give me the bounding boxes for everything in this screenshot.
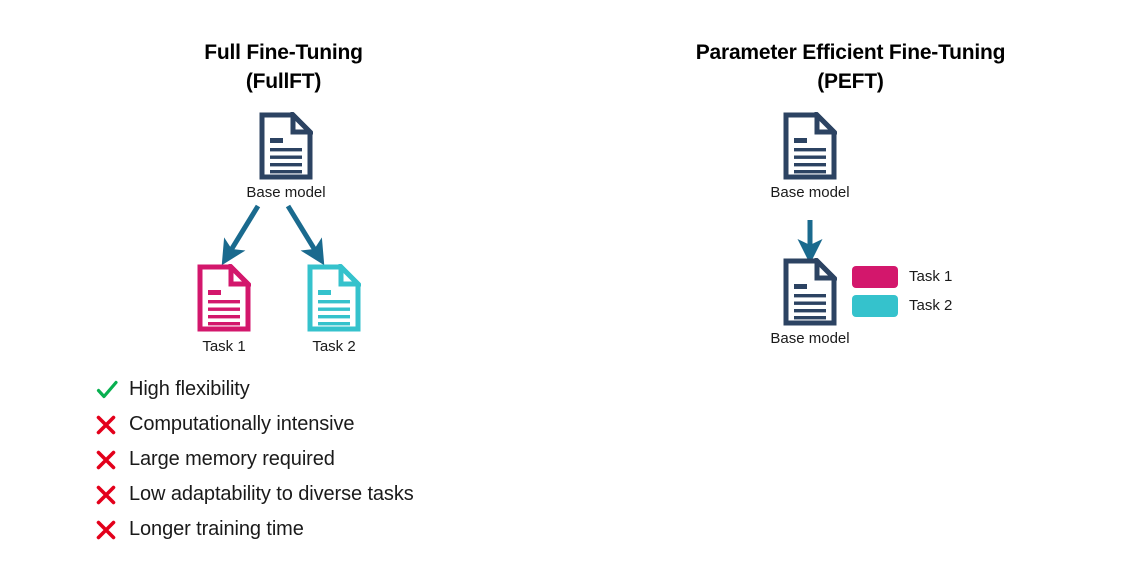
adapter-legend: Task 1 Task 2 — [852, 266, 952, 317]
document-icon — [783, 258, 837, 326]
cross-icon — [95, 410, 129, 439]
cross-icon — [95, 480, 129, 509]
panel-title-peft-line2: (PEFT) — [817, 70, 884, 93]
panel-parameter-efficient-fine-tuning: Parameter Efficient Fine-Tuning (PEFT) B… — [567, 0, 1134, 567]
node-base-model-peft-top: Base model — [760, 112, 860, 203]
list-item-label: Large memory required — [129, 448, 335, 470]
panel-full-fine-tuning: Full Fine-Tuning (FullFT) Base model — [0, 38, 567, 550]
node-base-model-peft-bottom-label: Base model — [770, 330, 850, 347]
list-item-label: Low adaptability to diverse tasks — [129, 483, 414, 505]
node-task-1-label: Task 1 — [202, 338, 246, 355]
legend-row-task-2: Task 2 — [852, 295, 952, 317]
panel-title-peft-line1: Parameter Efficient Fine-Tuning — [695, 41, 1006, 64]
panel-title-fullft-line2: (FullFT) — [245, 70, 322, 93]
flow-arrow-peft — [797, 220, 823, 265]
pros-cons-list-fullft: High flexibility Computationally intensi… — [95, 375, 555, 550]
list-item: Low adaptability to diverse tasks — [95, 480, 555, 509]
cross-icon — [95, 445, 129, 474]
document-icon — [197, 264, 251, 332]
document-icon — [783, 112, 837, 180]
adapter-label-task-1: Task 1 — [909, 268, 953, 285]
document-icon — [307, 264, 361, 332]
node-base-model-peft-top-label: Base model — [770, 184, 850, 201]
node-task-2-fullft: Task 2 — [288, 264, 380, 357]
list-item: Computationally intensive — [95, 410, 555, 439]
adapter-swatch-task-1 — [852, 266, 898, 288]
node-base-model-fullft-label: Base model — [246, 184, 326, 201]
list-item: Large memory required — [95, 445, 555, 474]
list-item-label: Longer training time — [129, 518, 304, 540]
check-icon — [95, 375, 129, 404]
list-item: Longer training time — [95, 515, 555, 544]
list-item: High flexibility — [95, 375, 555, 404]
panel-title-fullft-line1: Full Fine-Tuning — [204, 41, 363, 64]
adapter-label-task-2: Task 2 — [909, 297, 953, 314]
node-base-model-peft-bottom: Base model — [760, 258, 860, 349]
node-task-1-fullft: Task 1 — [178, 264, 270, 357]
panel-title-fullft: Full Fine-Tuning (FullFT) — [0, 38, 567, 96]
node-base-model-fullft: Base model — [236, 112, 336, 203]
branch-arrows-fullft — [221, 204, 325, 266]
cross-icon — [95, 515, 129, 544]
node-task-2-label: Task 2 — [312, 338, 356, 355]
panel-title-peft: Parameter Efficient Fine-Tuning (PEFT) — [567, 38, 1134, 96]
list-item-label: High flexibility — [129, 378, 250, 400]
document-icon — [259, 112, 313, 180]
legend-row-task-1: Task 1 — [852, 266, 952, 288]
list-item-label: Computationally intensive — [129, 413, 355, 435]
adapter-swatch-task-2 — [852, 295, 898, 317]
